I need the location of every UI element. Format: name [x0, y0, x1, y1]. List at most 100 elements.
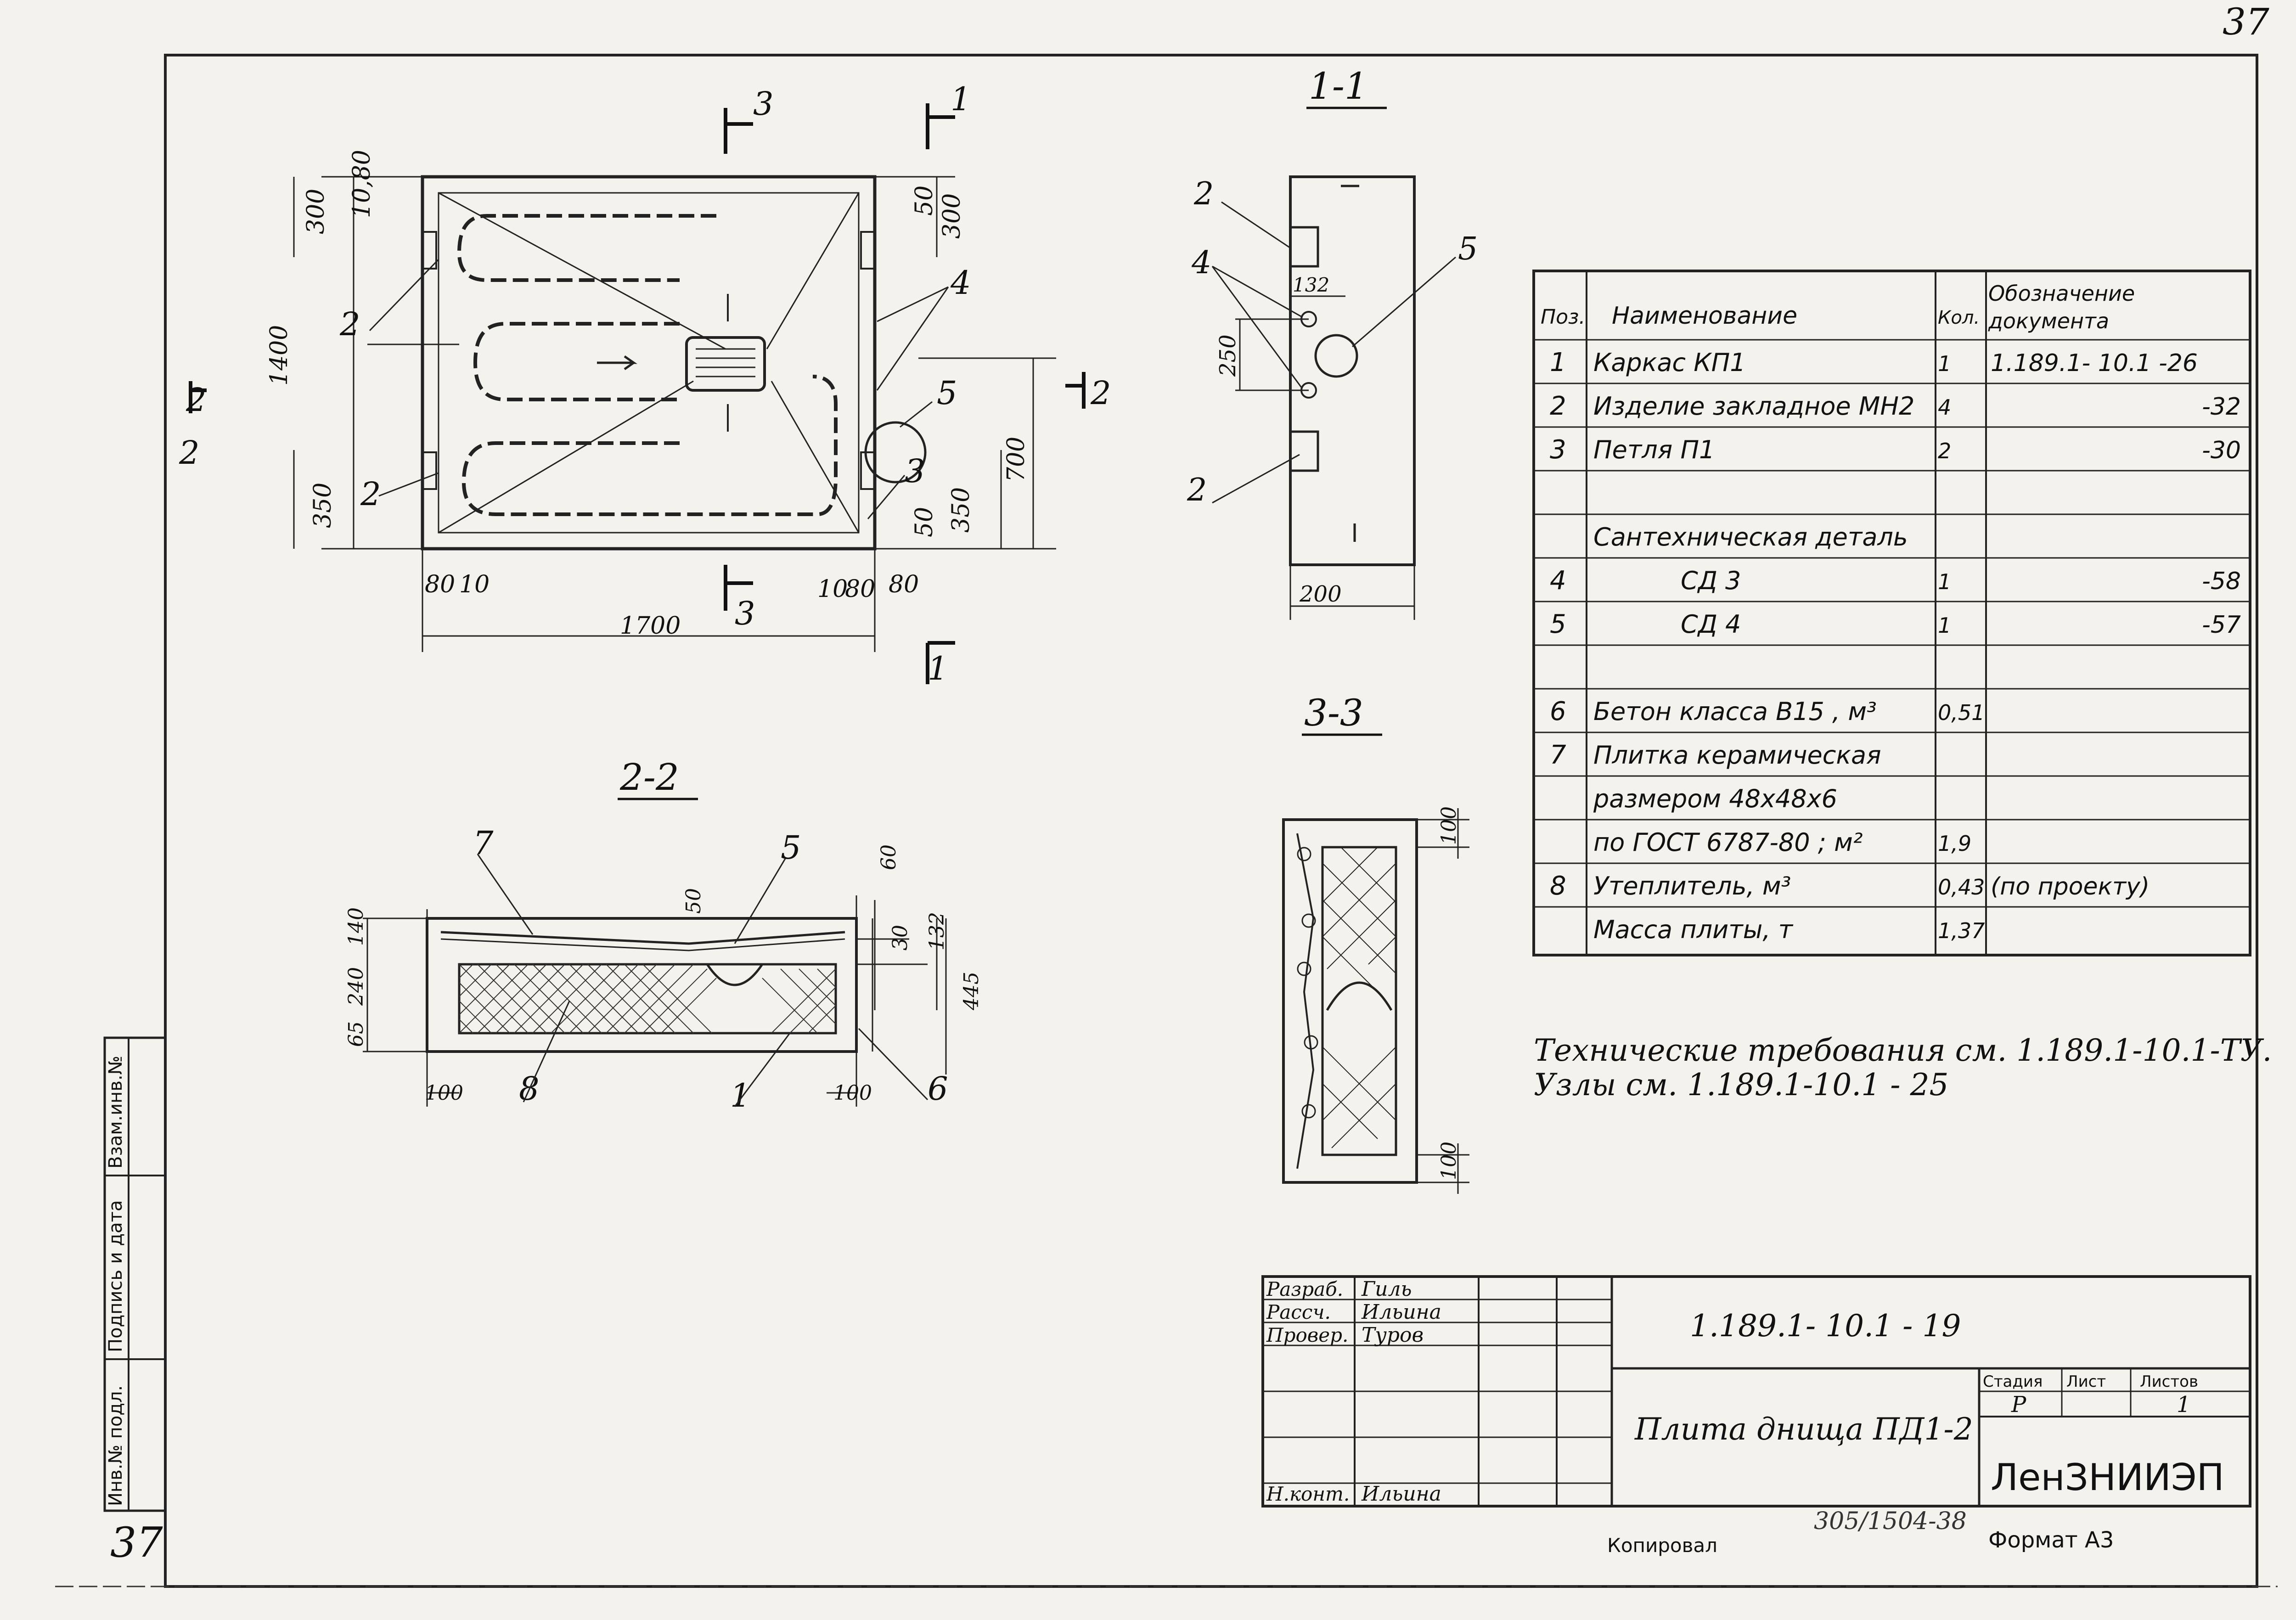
plan-view [421, 175, 927, 551]
cut-label-3-bottom: 3 [735, 595, 755, 632]
leader-3: 3 [905, 452, 925, 490]
insulation-hatch [459, 964, 836, 1034]
page-number-hand: 37 [110, 1519, 163, 1567]
dim-300-right: 300 [938, 193, 966, 239]
spec-cell-name: Каркас КП1 [1593, 348, 1746, 377]
section-3-3-text: 100 100 [1437, 806, 1461, 1180]
dim-30-s22: 30 [889, 925, 912, 951]
spec-cell-qty: 0,43 [1938, 875, 1985, 900]
spec-cell-pos: 5 [1550, 609, 1566, 639]
section-1-1 [1235, 175, 1416, 620]
leader-7-s22: 7 [473, 824, 494, 862]
spec-cell-name: СД 4 [1681, 610, 1741, 639]
section-2-2-text: 60 50 30 132 140 240 65 445 100 100 7 5 … [344, 824, 983, 1114]
title-block-person: Ильина [1361, 1482, 1441, 1506]
heating-coil [457, 214, 838, 516]
dim-300-left: 300 [302, 189, 330, 234]
dim-200-s11: 200 [1299, 581, 1342, 607]
leader-4: 4 [950, 264, 971, 302]
plan-leader-labels: 2 2 2 4 5 3 [179, 264, 971, 513]
dim-140-s22: 140 [344, 907, 368, 946]
spec-cell-pos: 4 [1550, 566, 1566, 596]
dim-65-s22: 65 [344, 1021, 368, 1047]
section-1-1-outline [1289, 175, 1416, 566]
spec-cell-doc: 1.189.1- 10.1 -26 [1991, 349, 2198, 377]
spec-header-doc-1: Обозначение [1988, 281, 2135, 306]
spec-cell-pos: 6 [1550, 697, 1566, 726]
leader-4-s11: 4 [1191, 245, 1211, 281]
spec-cell-qty: 1 [1938, 613, 1951, 638]
dim-50-s22: 50 [682, 888, 705, 914]
dim-250-s11: 250 [1215, 334, 1241, 377]
spec-cell-qty: 2 [1938, 439, 1951, 463]
spec-cell-name: по ГОСТ 6787-80 ; м² [1593, 828, 1863, 857]
title-block-sheets-label: Листов [2140, 1372, 2198, 1391]
dim-1700: 1700 [620, 612, 681, 640]
spec-cell-qty: 1 [1938, 351, 1951, 376]
drain-box [685, 336, 766, 392]
spec-cell-doc: -32 [2202, 393, 2241, 421]
spec-cell-doc: -58 [2202, 568, 2241, 595]
plan-dimensions [293, 176, 1056, 652]
dim-80-right: 80 [889, 571, 919, 598]
dim-10-80: 10,80 [348, 150, 376, 218]
section-2-2-title: 2-2 [619, 756, 679, 799]
slab-outline [421, 175, 877, 551]
page-number: 37 [2223, 0, 2269, 43]
dim-350-right: 350 [947, 487, 975, 533]
embedded-part-circle [864, 421, 927, 484]
title-block-title: Плита днища ПД1-2 [1634, 1412, 1973, 1447]
section-3-3-outline [1282, 818, 1418, 1184]
dim-50-top: 50 [911, 186, 938, 216]
spec-cell-name: размером 48х48х6 [1593, 784, 1837, 813]
title-block-role: Разраб. [1266, 1278, 1343, 1300]
section-2-2 [363, 895, 947, 1107]
section-3-3 [1282, 808, 1469, 1194]
leader-5-s11: 5 [1458, 231, 1478, 267]
title-block-doc-code: 1.189.1- 10.1 - 19 [1690, 1308, 1961, 1344]
plan-cut-markers [189, 103, 1086, 684]
title-block: Разраб.ГильРассч.ИльинаПровер.ТуровН.кон… [1261, 1275, 2251, 1508]
spec-cell-name: Бетон класса В15 , м³ [1593, 697, 1877, 726]
plan-cut-labels: 3 1 2 2 3 1 [186, 80, 1111, 687]
dim-50-right: 50 [911, 507, 938, 537]
cut-label-1-bottom: 1 [928, 650, 948, 687]
dim-132-s22: 132 [925, 912, 949, 951]
cut-label-2-left: 2 [186, 381, 207, 419]
spec-cell-name: Утеплитель, м³ [1593, 872, 1791, 900]
title-block-person: Ильина [1361, 1300, 1441, 1324]
section-1-1-text: 132 250 200 2 4 5 2 [1187, 176, 1478, 607]
note-tech-requirements: Технические требования см. 1.189.1-10.1-… [1534, 1033, 2272, 1068]
leader-1-s22: 1 [730, 1077, 751, 1114]
spec-cell-pos: 8 [1550, 871, 1566, 901]
spec-cell-doc: -57 [2202, 611, 2241, 639]
section-3-3-title: 3-3 [1304, 692, 1363, 734]
plan-leaders [367, 259, 949, 519]
footer-copied: Копировал [1607, 1534, 1717, 1557]
spec-cell-qty: 1,9 [1938, 831, 1971, 856]
spec-cell-qty: 0,51 [1938, 700, 1985, 725]
section-1-1-leaders [1211, 201, 1456, 504]
section-2-2-leaders [477, 854, 929, 1107]
leader-2-b: 2 [360, 475, 381, 513]
spec-header-name: Наименование [1612, 302, 1797, 330]
dim-240-s22: 240 [344, 967, 368, 1006]
dim-100-right-s22: 100 [833, 1081, 872, 1105]
title-block-stage-label: Стадия [1983, 1372, 2043, 1391]
side-stamp-cell-2: Подпись и дата [105, 1200, 126, 1352]
note-nodes: Узлы см. 1.189.1-10.1 - 25 [1534, 1067, 1949, 1102]
section-3-3-insulation [1321, 846, 1397, 1156]
cut-label-1-top: 1 [951, 80, 971, 118]
dim-80-left: 80 [425, 571, 455, 598]
title-block-stage: Р [2011, 1392, 2026, 1418]
spec-cell-pos: 2 [1550, 391, 1566, 421]
title-block-role: Н.конт. [1266, 1483, 1350, 1505]
dim-80-mid: 80 [845, 575, 875, 603]
spec-cell-pos: 1 [1550, 348, 1566, 377]
cut-label-3-top: 3 [753, 85, 774, 123]
side-stamp-cell-1: Взам.инв.№ [105, 1056, 126, 1169]
title-block-person: Туров [1362, 1323, 1424, 1347]
leader-2-s11-top: 2 [1193, 176, 1214, 212]
spec-header-pos: Поз. [1541, 305, 1585, 329]
